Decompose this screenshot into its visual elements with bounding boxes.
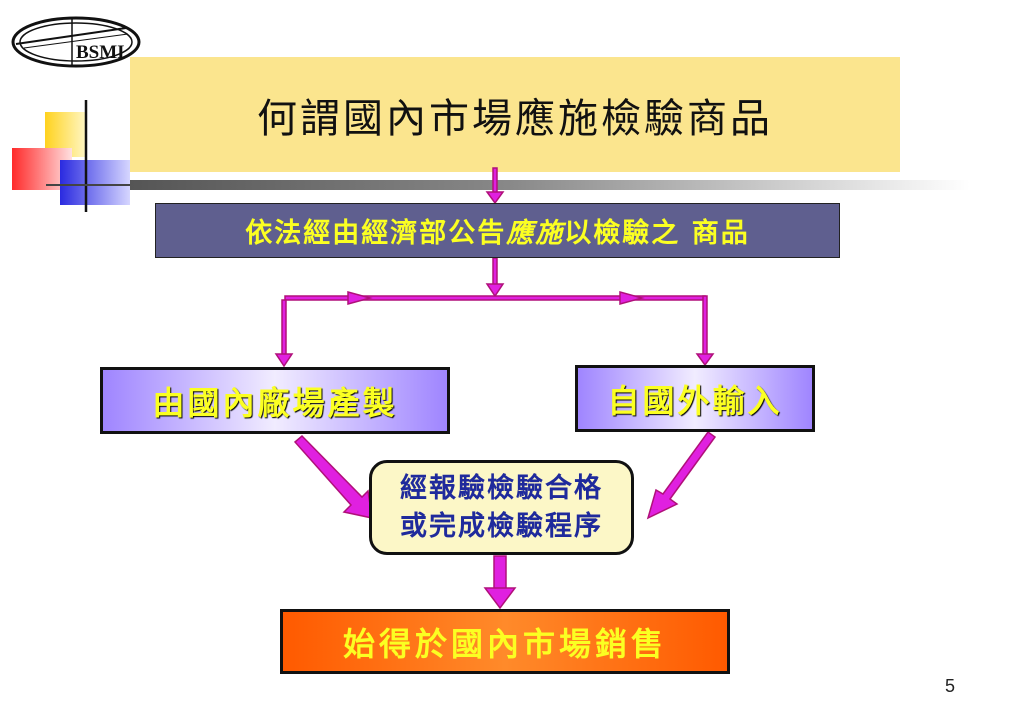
decorative-squares [12, 100, 140, 212]
law-text-after: 以檢驗之 商品 [564, 218, 750, 249]
title-rule [130, 180, 970, 190]
import-box: 自國外輸入 [575, 365, 815, 432]
law-text-emphasis: 應施 [506, 218, 565, 249]
slide-title: 何謂國內市場應施檢驗商品 [257, 95, 773, 142]
inspection-line-2: 或完成檢驗程序 [400, 510, 603, 542]
law-notice-box: 依法經由經濟部公告應施以檢驗之 商品 [155, 203, 840, 258]
arrow-to-domestic [281, 299, 287, 359]
bsmi-logo: BSMI [11, 16, 141, 68]
inspection-box: 經報驗檢驗合格 或完成檢驗程序 [369, 460, 634, 555]
inspection-line-1: 經報驗檢驗合格 [400, 472, 603, 504]
arrow-to-import [702, 295, 708, 359]
page-number: 5 [945, 676, 956, 696]
domestic-sale-box: 始得於國內市場銷售 [280, 609, 730, 674]
title-banner [130, 57, 900, 172]
arrow-inspect-to-sale [493, 555, 507, 591]
logo-text: BSMI [76, 42, 125, 63]
law-text-before: 依法經由經濟部公告 [245, 218, 507, 249]
domestic-production-box: 由國內廠場產製 [100, 367, 450, 434]
arrow-domestic-to-inspect [293, 434, 373, 519]
arrow-import-to-inspect [646, 430, 717, 520]
